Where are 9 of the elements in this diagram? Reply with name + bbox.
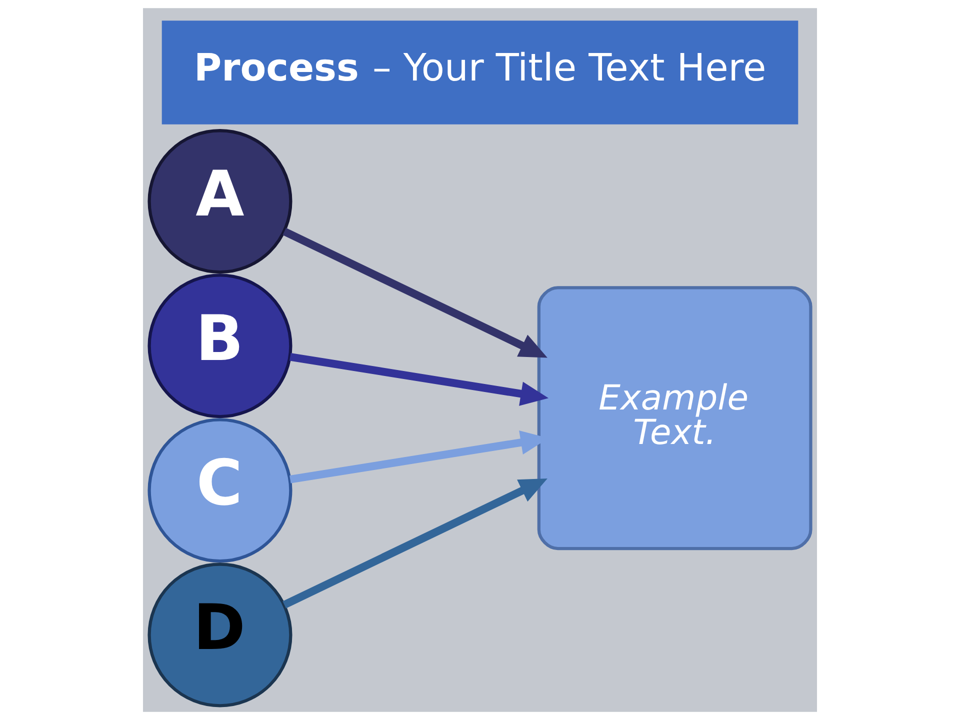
arrow [282, 228, 548, 358]
node-circle: B [148, 274, 292, 418]
arrow [282, 478, 548, 608]
node-box: Example Text. [537, 286, 812, 550]
node-circle: A [148, 129, 292, 274]
arrow [290, 352, 548, 406]
node-circle: C [148, 418, 292, 563]
node-circle: D [148, 562, 292, 708]
diagram-title: Process – Your Title Text Here [194, 46, 766, 90]
